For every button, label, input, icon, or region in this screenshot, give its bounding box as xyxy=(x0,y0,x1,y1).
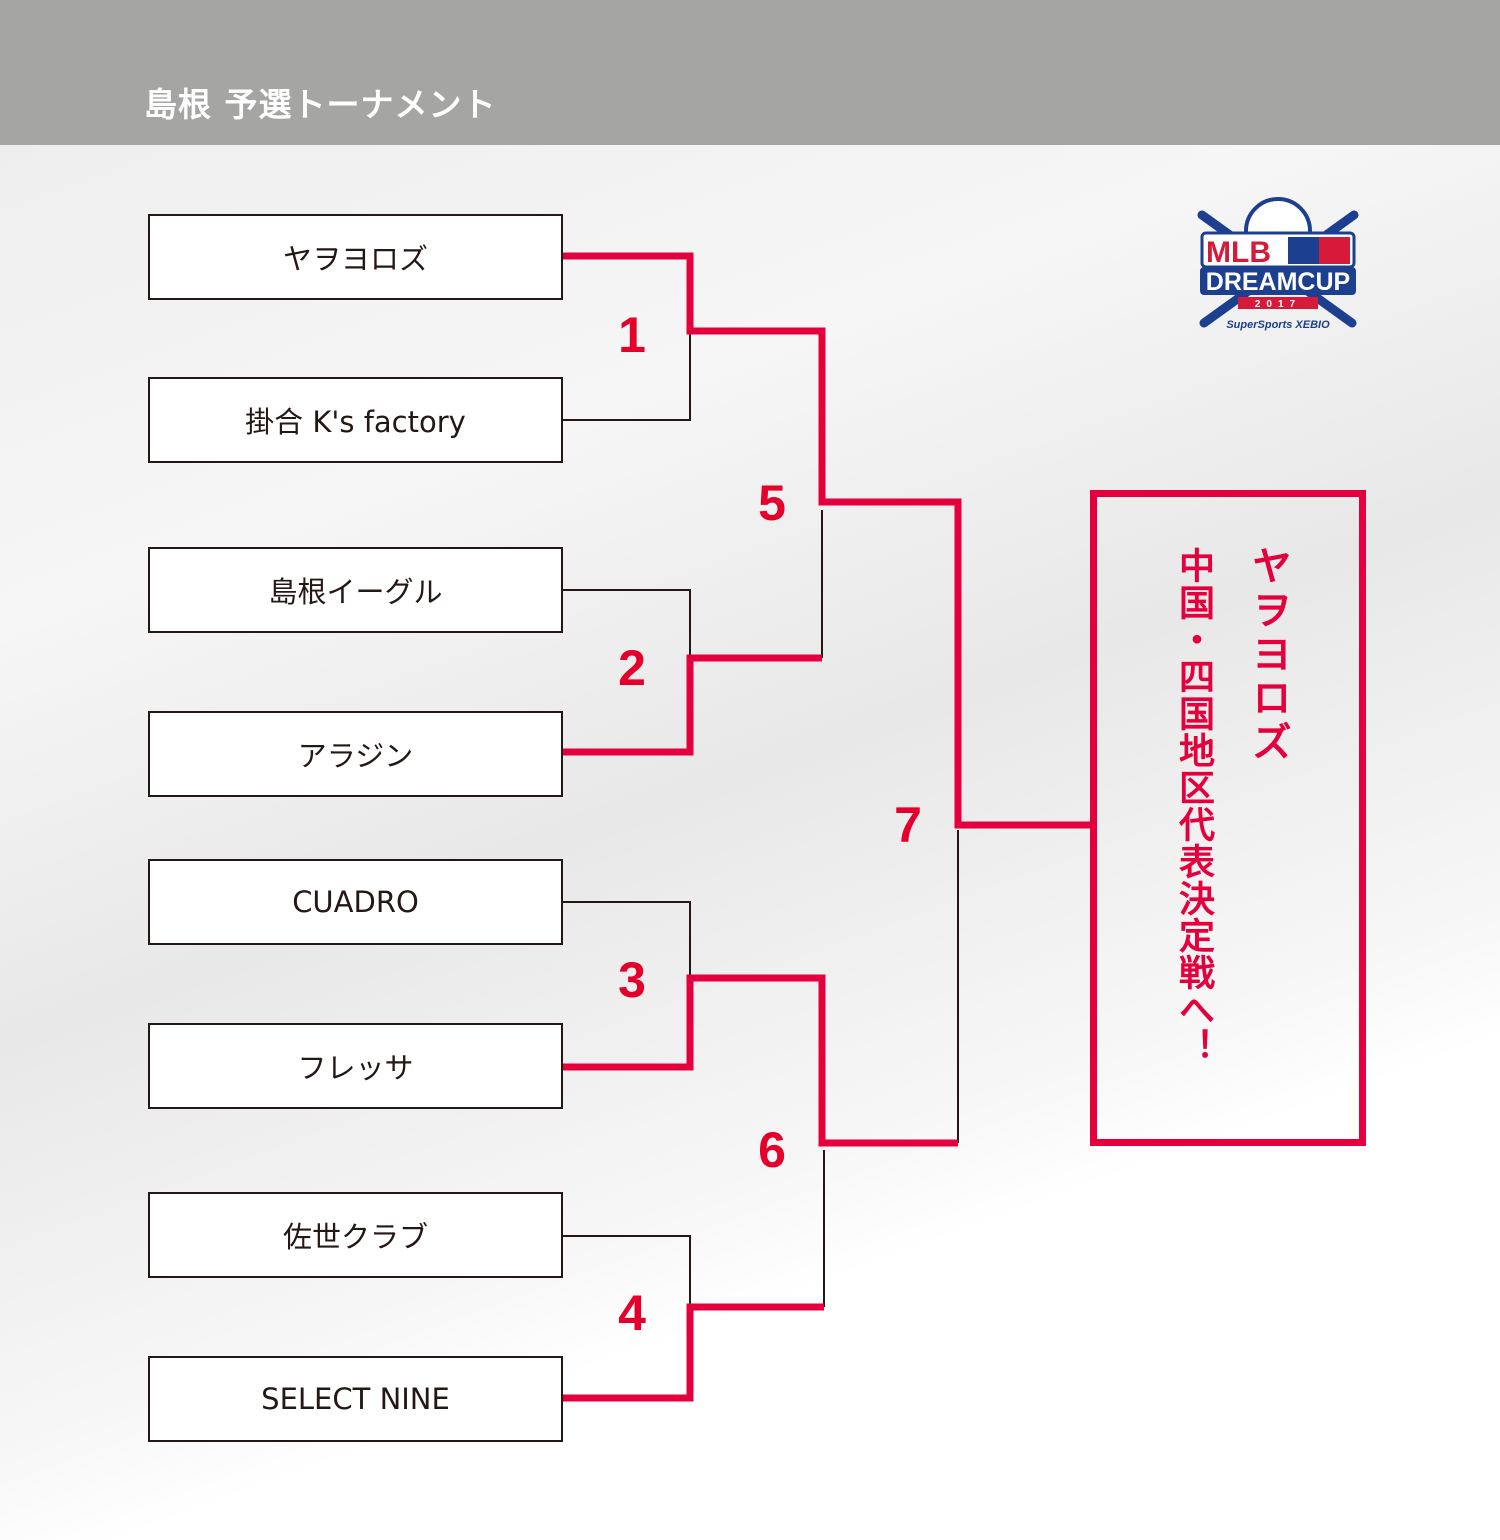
mlb-dreamcup-logo: MLB DREAMCUP 2017 SuperSports XEBIO xyxy=(1192,195,1364,335)
team-box: 掛合 K's factory xyxy=(148,377,563,463)
page-title: 島根 予選トーナメント xyxy=(144,85,497,124)
svg-text:MLB: MLB xyxy=(1206,236,1271,269)
win-line-team6 xyxy=(562,974,958,1147)
match-number: 5 xyxy=(758,475,786,531)
win-line-team1 xyxy=(562,252,1090,829)
svg-text:DREAMCUP: DREAMCUP xyxy=(1206,268,1350,296)
svg-text:2017: 2017 xyxy=(1255,299,1301,310)
team-box: 佐世クラブ xyxy=(148,1192,563,1278)
line-team2 xyxy=(562,331,691,421)
line-team5 xyxy=(562,901,691,978)
team-box: フレッサ xyxy=(148,1023,563,1109)
winner-message: 中国・四国地区代表決定戦へ！ xyxy=(1173,547,1214,1065)
team-box: アラジン xyxy=(148,711,563,797)
match-number: 3 xyxy=(618,952,646,1008)
team-box: 島根イーグル xyxy=(148,547,563,633)
line-team3 xyxy=(562,589,691,658)
match-number: 6 xyxy=(758,1122,786,1178)
match-number: 2 xyxy=(618,640,646,696)
match-number: 4 xyxy=(618,1285,646,1341)
win-line-team4 xyxy=(562,654,822,756)
win-line-team8 xyxy=(562,1303,824,1402)
match-number: 7 xyxy=(894,797,922,853)
line-team7 xyxy=(562,1235,691,1307)
match-number: 1 xyxy=(618,307,646,363)
team-box: SELECT NINE xyxy=(148,1356,563,1442)
winner-team: ヤヲヨロズ xyxy=(1245,545,1291,765)
winner-box: ヤヲヨロズ 中国・四国地区代表決定戦へ！ xyxy=(1090,490,1366,1146)
svg-text:SuperSports XEBIO: SuperSports XEBIO xyxy=(1226,319,1330,331)
header-bar: 島根 予選トーナメント xyxy=(0,0,1500,145)
team-box: CUADRO xyxy=(148,859,563,945)
team-box: ヤヲヨロズ xyxy=(148,214,563,300)
